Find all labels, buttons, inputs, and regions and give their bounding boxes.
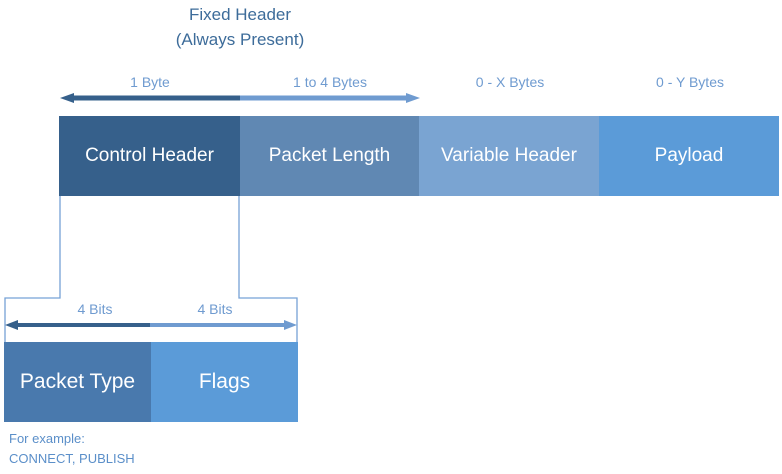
connector-left <box>4 195 61 342</box>
fixed-header-subtitle: (Always Present) <box>175 30 305 49</box>
bottom-arrow-left-head <box>5 320 18 330</box>
top-arrow-left-head <box>60 93 74 103</box>
variable-header-label: Variable Header <box>441 145 577 166</box>
control-header-label: Control Header <box>85 145 214 166</box>
packet-type-block: Packet Type <box>4 342 151 422</box>
size-label-payload: 0 - Y Bytes <box>656 74 724 90</box>
bottom-arrow-right-head <box>284 320 297 330</box>
variable-header-block: Variable Header <box>419 116 599 196</box>
fixed-header-title: Fixed Header <box>188 5 292 24</box>
example-note-heading: For example: <box>9 431 85 446</box>
control-header-block: Control Header <box>59 116 240 196</box>
packet-length-block: Packet Length <box>240 116 419 196</box>
payload-label: Payload <box>654 145 724 166</box>
size-label-packet-type: 4 Bits <box>77 301 113 317</box>
packet-length-label: Packet Length <box>268 145 391 166</box>
flags-block: Flags <box>151 342 298 422</box>
flags-label: Flags <box>198 370 251 393</box>
connector-right <box>238 195 298 342</box>
size-label-control-header: 1 Byte <box>130 74 170 90</box>
top-arrow-right-head <box>406 93 420 103</box>
size-label-variable-header: 0 - X Bytes <box>475 74 545 90</box>
example-note-values: CONNECT, PUBLISH <box>9 451 135 466</box>
size-label-flags: 4 Bits <box>197 301 233 317</box>
size-label-packet-length: 1 to 4 Bytes <box>293 74 367 90</box>
payload-block: Payload <box>599 116 779 196</box>
packet-type-label: Packet Type <box>19 370 136 393</box>
